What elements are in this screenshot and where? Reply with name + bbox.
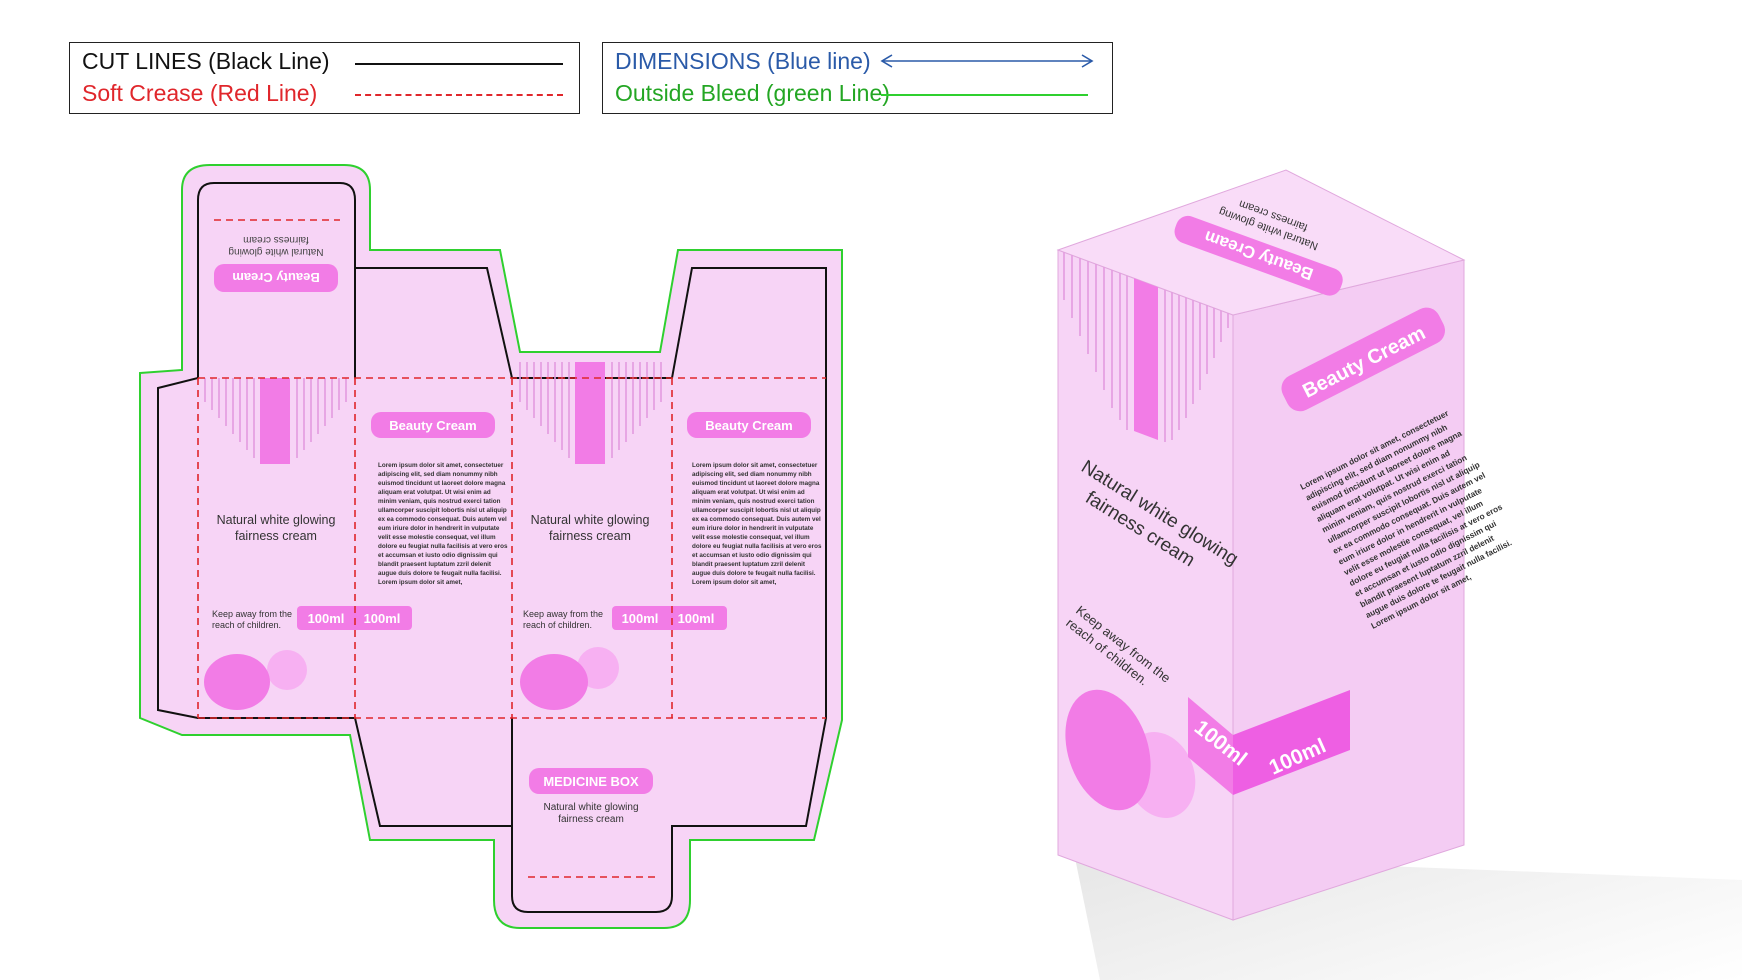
side-1-body-line: eum iriure dolor in hendrerit in vulputa… xyxy=(378,525,500,532)
side-1-body: Lorem ipsum dolor sit amet, consectetuer… xyxy=(378,462,508,586)
side-1-body-line: augue duis dolore te feugait nulla facil… xyxy=(378,570,502,577)
dieline: Beauty Cream Natural white glowing fairn… xyxy=(139,164,843,929)
top-flap-subtitle-1: Natural white glowing xyxy=(228,246,323,257)
side-2-title: Beauty Cream xyxy=(705,418,792,433)
legend-cut-label: CUT LINES (Black Line) xyxy=(82,47,330,74)
crease-lines xyxy=(197,219,826,878)
side-1-body-line: Lorem ipsum dolor sit amet, consectetuer xyxy=(378,462,504,469)
bottom-title: MEDICINE BOX xyxy=(543,774,639,789)
side-2-body-line: adipiscing elit, sed diam nonummy nibh xyxy=(692,471,812,478)
side-1-body-line: blandit praesent luptatum zzril delenit xyxy=(378,561,492,568)
side-1-body-line: ex ea commodo consequat. Duis autem vel xyxy=(378,516,507,523)
cream-blob-1-front xyxy=(204,654,270,710)
top-flap-subtitle-2: fairness cream xyxy=(243,234,309,245)
stripe-group-2 xyxy=(519,362,662,464)
side-1-body-line: aliquam erat volutpat. Ut wisi enim ad xyxy=(378,489,491,496)
box-volume-tag-front xyxy=(1188,697,1233,795)
side-2-body-line: Lorem ipsum dolor sit amet, consectetuer xyxy=(692,462,818,469)
bottom-title-bg xyxy=(529,768,653,794)
legend-crease-label: Soft Crease (Red Line) xyxy=(82,79,318,106)
warning-2-line-1: Keep away from the xyxy=(523,609,603,619)
legend-cut-line xyxy=(355,63,563,65)
cut-outline xyxy=(157,182,827,913)
side-1-body-line: adipiscing elit, sed diam nonummy nibh xyxy=(378,471,498,478)
side-2-body-line: ullamcorper suscipit lobortis nisl ut al… xyxy=(692,507,821,514)
warning-1-line-2: reach of children. xyxy=(212,620,281,630)
side-2-body-line: minim veniam, quis nostrud exerci tation xyxy=(692,498,815,505)
side-2-title-bg xyxy=(687,412,811,438)
stripe-group-1 xyxy=(204,378,347,464)
legend-crease-line xyxy=(355,94,563,96)
side-1-title: Beauty Cream xyxy=(389,418,476,433)
cream-blob-2-front xyxy=(520,654,588,710)
legend-bleed-label: Outside Bleed (green Line) xyxy=(615,79,890,106)
side-2-body-line: velit esse molestie consequat, vel illum xyxy=(692,534,810,541)
side-1-body-line: Lorem ipsum dolor sit amet, xyxy=(378,579,463,586)
legend-dimension-arrow xyxy=(880,54,1094,68)
front-2-line-2: fairness cream xyxy=(549,529,631,543)
box-volume-tag-right xyxy=(1233,690,1350,795)
side-2-body-line: blandit praesent luptatum zzril delenit xyxy=(692,561,806,568)
volume-1b: 100ml xyxy=(364,611,401,626)
side-2-body: Lorem ipsum dolor sit amet, consectetuer… xyxy=(692,462,822,586)
warning-1-line-1: Keep away from the xyxy=(212,609,292,619)
side-2-body-line: augue duis dolore te feugait nulla facil… xyxy=(692,570,816,577)
legend-box-right: DIMENSIONS (Blue line) Outside Bleed (gr… xyxy=(602,42,1113,114)
side-2-body-line: Lorem ipsum dolor sit amet, xyxy=(692,579,777,586)
side-2-body-line: ex ea commodo consequat. Duis autem vel xyxy=(692,516,821,523)
side-1-body-line: minim veniam, quis nostrud exerci tation xyxy=(378,498,501,505)
front-1-line-1: Natural white glowing xyxy=(217,513,336,527)
volume-tag-2 xyxy=(612,606,727,630)
top-flap-title: Beauty Cream xyxy=(232,270,319,285)
volume-2b: 100ml xyxy=(678,611,715,626)
top-flap-artwork: Beauty Cream Natural white glowing fairn… xyxy=(214,234,338,292)
box-right-body: Lorem ipsum dolor sit amet, consectetuer… xyxy=(1298,408,1513,631)
volume-1a: 100ml xyxy=(308,611,345,626)
side-1-body-line: dolore eu feugiat nulla facilisis at ver… xyxy=(378,543,508,550)
volume-2a: 100ml xyxy=(622,611,659,626)
side-1-body-line: et accumsan et iusto odio dignissim qui xyxy=(378,552,498,559)
box-3d: Beauty Cream Natural white glowing fairn… xyxy=(1056,169,1742,980)
side-2-body-line: aliquam erat volutpat. Ut wisi enim ad xyxy=(692,489,805,496)
bottom-line-2: fairness cream xyxy=(558,814,624,825)
bottom-line-1: Natural white glowing xyxy=(543,802,638,813)
legend-dimensions-label: DIMENSIONS (Blue line) xyxy=(615,47,871,74)
side-1-body-line: velit esse molestie consequat, vel illum xyxy=(378,534,496,541)
legend-box-left: CUT LINES (Black Line) Soft Crease (Red … xyxy=(69,42,580,114)
front-1-line-2: fairness cream xyxy=(235,529,317,543)
side-2-body-line: eum iriure dolor in hendrerit in vulputa… xyxy=(692,525,814,532)
cream-blob-1-back xyxy=(267,650,307,690)
bleed-outline xyxy=(139,164,843,929)
warning-2-line-2: reach of children. xyxy=(523,620,592,630)
front-2-line-1: Natural white glowing xyxy=(531,513,650,527)
side-2-body-line: euismod tincidunt ut laoreet dolore magn… xyxy=(692,480,820,487)
side-1-body-line: ullamcorper suscipit lobortis nisl ut al… xyxy=(378,507,507,514)
box-cream-blobs xyxy=(1065,689,1196,818)
side-2-body-line: dolore eu feugiat nulla facilisis at ver… xyxy=(692,543,822,550)
box-front-stripes xyxy=(1063,252,1229,442)
side-2-body-line: et accumsan et iusto odio dignissim qui xyxy=(692,552,812,559)
side-1-body-line: euismod tincidunt ut laoreet dolore magn… xyxy=(378,480,506,487)
side-1-title-bg xyxy=(371,412,495,438)
box-shadow xyxy=(1058,775,1742,980)
legend-bleed-line xyxy=(881,94,1088,96)
